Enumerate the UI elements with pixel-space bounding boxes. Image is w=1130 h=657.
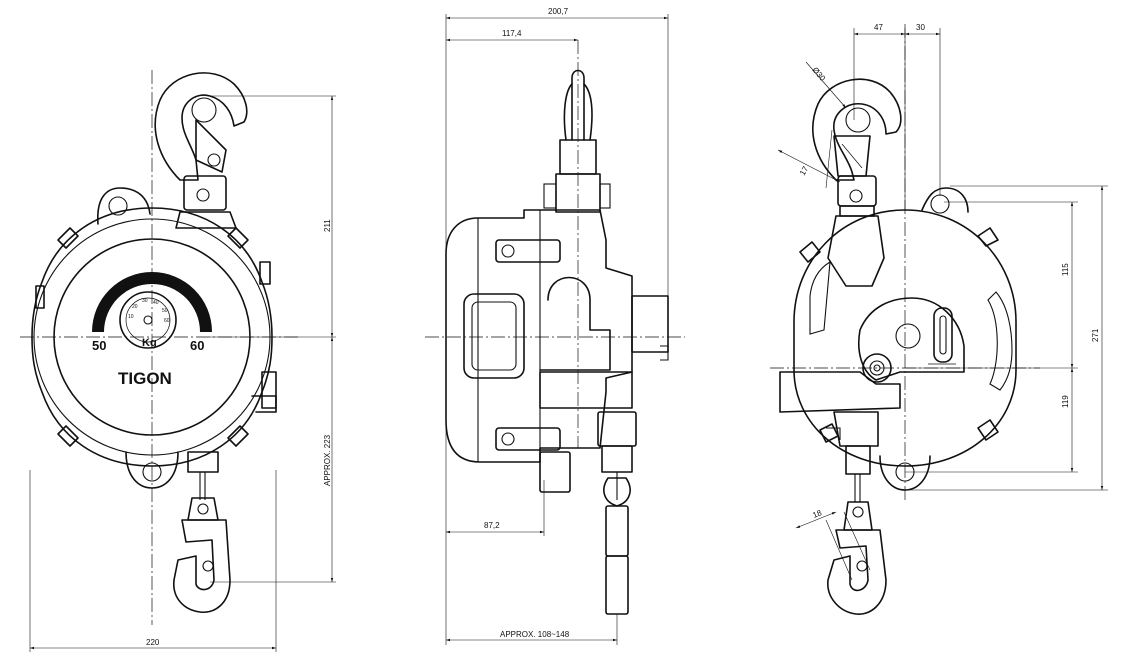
front-bottom-hook (173, 451, 231, 613)
rear-spring-cover (858, 297, 965, 383)
rear-top-hook (812, 78, 902, 287)
brand-label: TIGON (118, 369, 172, 388)
side-top-hook (543, 69, 611, 213)
dim-117-4: 117,4 (502, 29, 522, 38)
rear-dimensions: 47 30 Ø30 17 115 119 271 18 (777, 23, 1108, 581)
dim-30: 30 (916, 23, 925, 32)
svg-text:10: 10 (128, 314, 134, 320)
front-mount-lugs (97, 187, 179, 489)
dim-200-7: 200,7 (548, 7, 569, 16)
dim-17: 17 (798, 164, 811, 177)
svg-text:30: 30 (142, 298, 148, 304)
dim-top-211: 211 (323, 219, 332, 232)
side-view: 200,7 117,4 87,2 APPROX. 108~148 (425, 7, 685, 645)
dim-18: 18 (811, 508, 823, 520)
svg-text:60: 60 (164, 318, 170, 324)
dim-bottom-223: APPROX. 223 (323, 434, 332, 486)
side-dimensions: 200,7 117,4 87,2 APPROX. 108~148 (445, 7, 669, 645)
gauge-min-label: 50 (92, 338, 106, 353)
front-dimensions: 220 211 APPROX. 223 (29, 95, 336, 652)
gauge-unit: Kg (142, 337, 157, 349)
front-gauge: 10 20 30 40 50 60 Kg 50 60 (92, 272, 212, 353)
svg-text:40: 40 (153, 300, 159, 306)
rear-bottom-hook (827, 445, 887, 615)
svg-text:20: 20 (132, 304, 138, 310)
side-cable-assembly (597, 411, 637, 615)
dim-width-220: 220 (146, 638, 160, 647)
dim-271: 271 (1091, 328, 1100, 342)
dim-119: 119 (1061, 395, 1070, 408)
dim-87-2: 87,2 (484, 521, 500, 530)
dim-115: 115 (1061, 263, 1070, 276)
side-body (445, 209, 669, 493)
gauge-max-label: 60 (190, 338, 204, 353)
rear-view: 47 30 Ø30 17 115 119 271 18 (770, 23, 1108, 615)
dim-cable-approx: APPROX. 108~148 (500, 630, 570, 639)
dim-hook-diameter: Ø30 (810, 66, 827, 84)
dim-47: 47 (874, 23, 883, 32)
svg-text:50: 50 (162, 308, 168, 314)
front-view: 10 20 30 40 50 60 Kg 50 60 TIGON 220 (20, 70, 336, 652)
rear-cable-clamp (779, 371, 901, 447)
front-housing (31, 207, 277, 467)
